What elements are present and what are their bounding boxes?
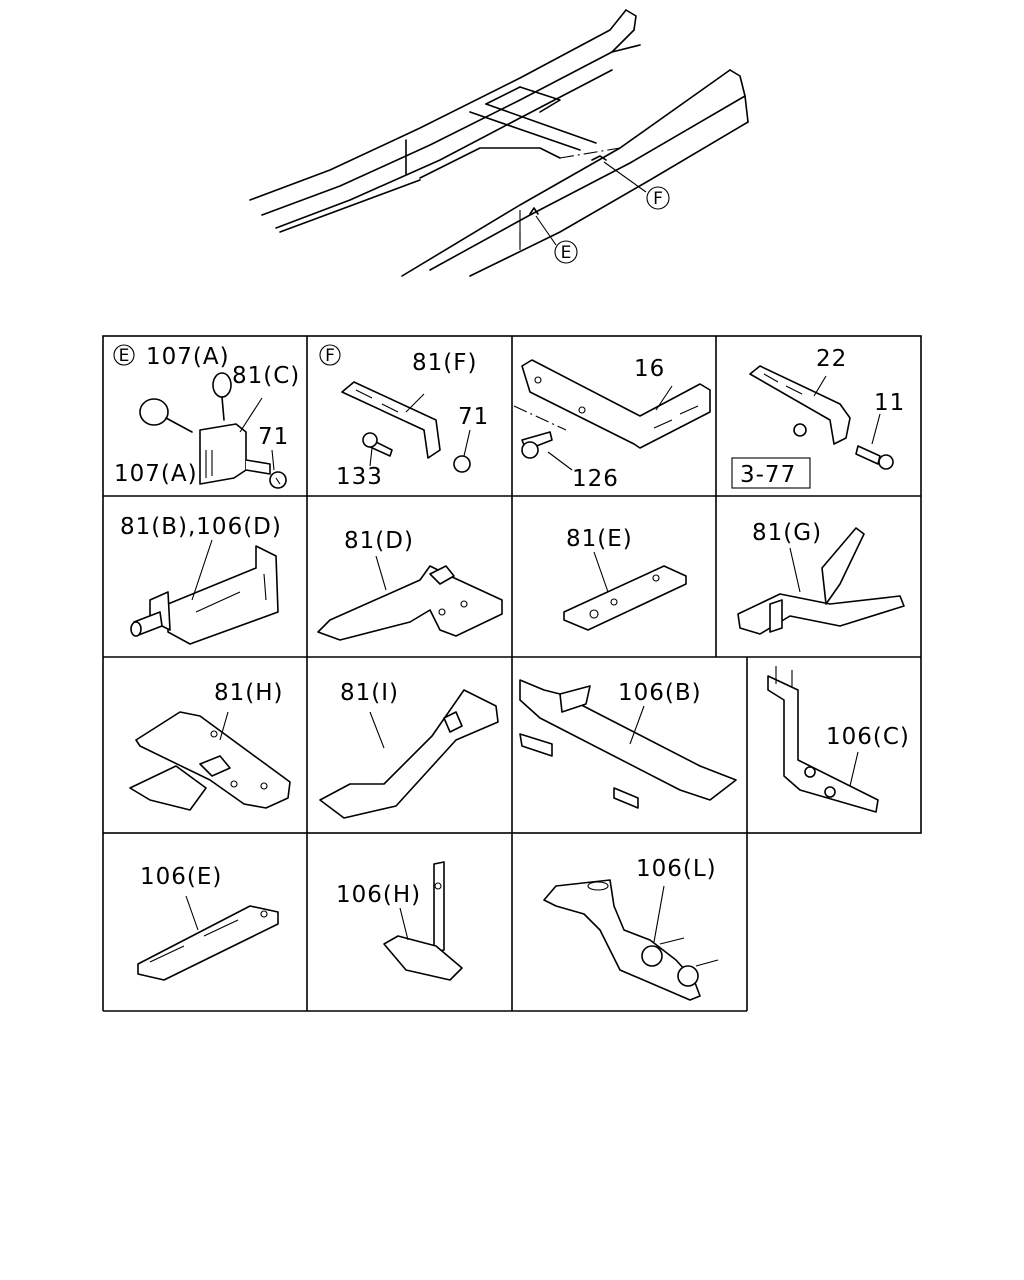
- label-81h: 81(H): [214, 680, 284, 706]
- label-81c: 81(C): [232, 363, 300, 389]
- bracket-81b-part: [130, 539, 279, 645]
- label-107a-bottom: 107(A): [114, 461, 198, 487]
- label-81f: 81(F): [412, 350, 477, 376]
- bracket-81f-part: [341, 381, 471, 473]
- label-22: 22: [816, 346, 847, 372]
- bracket-81i-part: [319, 689, 499, 819]
- label-133: 133: [336, 464, 383, 490]
- cell-106c: 106(C): [767, 666, 910, 813]
- bracket-81g-part: [737, 527, 905, 635]
- cell-81i: 81(I): [319, 680, 499, 819]
- bracket-22-part: [749, 365, 894, 470]
- cell-106b: 106(B): [519, 679, 737, 809]
- bracket-106b-part: [519, 679, 737, 809]
- label-81e: 81(E): [566, 526, 633, 552]
- cell-106l: 106(L): [543, 856, 719, 1001]
- callout-f: F: [646, 186, 670, 210]
- bracket-81h-part: [129, 711, 291, 811]
- bracket-106l-part: [543, 879, 719, 1001]
- callout-e-letter: E: [561, 243, 572, 263]
- chassis-frame-overview: [249, 9, 749, 277]
- label-16: 16: [634, 356, 665, 382]
- cell-e: E 107(A) 81(C) 71 107(A): [113, 344, 300, 489]
- label-107a-top: 107(A): [146, 344, 230, 370]
- reference-box: [731, 457, 811, 489]
- reference-3-77: 3-77: [740, 462, 796, 488]
- label-126: 126: [572, 466, 619, 492]
- section-letter-f: F: [325, 346, 335, 366]
- cell-81h: 81(H): [129, 680, 291, 811]
- label-71-f: 71: [458, 404, 489, 430]
- plate-81e-part: [563, 551, 687, 631]
- callout-e: E: [554, 240, 578, 264]
- cell-81d: 81(D): [317, 528, 503, 641]
- cell-81b: 81(B),106(D): [120, 514, 282, 645]
- cell-106h: 106(H): [336, 861, 463, 981]
- label-106b: 106(B): [618, 680, 702, 706]
- callout-f-letter: F: [653, 189, 663, 209]
- label-81g: 81(G): [752, 520, 822, 546]
- label-71-e: 71: [258, 424, 289, 450]
- clip-107a-part: [139, 372, 232, 433]
- cell-f: F 81(F) 71 133: [319, 344, 489, 490]
- label-106h: 106(H): [336, 882, 421, 908]
- bracket-81d-part: [317, 555, 503, 641]
- label-11: 11: [874, 390, 905, 416]
- label-106e: 106(E): [140, 864, 222, 890]
- label-81i: 81(I): [340, 680, 399, 706]
- bracket-106h-part: [383, 861, 463, 981]
- parts-grid: [102, 335, 922, 1012]
- cell-16: 16 126: [513, 356, 711, 492]
- plate-106e-part: [137, 895, 279, 981]
- label-81b-106d: 81(B),106(D): [120, 514, 282, 540]
- cell-81g: 81(G): [737, 520, 905, 635]
- bracket-16-part: [513, 359, 711, 471]
- section-letter-e: E: [119, 346, 130, 366]
- cell-81e: 81(E): [563, 526, 687, 631]
- label-106c: 106(C): [826, 724, 910, 750]
- label-81d: 81(D): [344, 528, 414, 554]
- label-106l: 106(L): [636, 856, 717, 882]
- bracket-81c-part: [199, 397, 287, 489]
- cell-106e: 106(E): [137, 864, 279, 981]
- cell-22: 22 11 3-77: [731, 346, 905, 489]
- bracket-106c-part: [767, 666, 879, 813]
